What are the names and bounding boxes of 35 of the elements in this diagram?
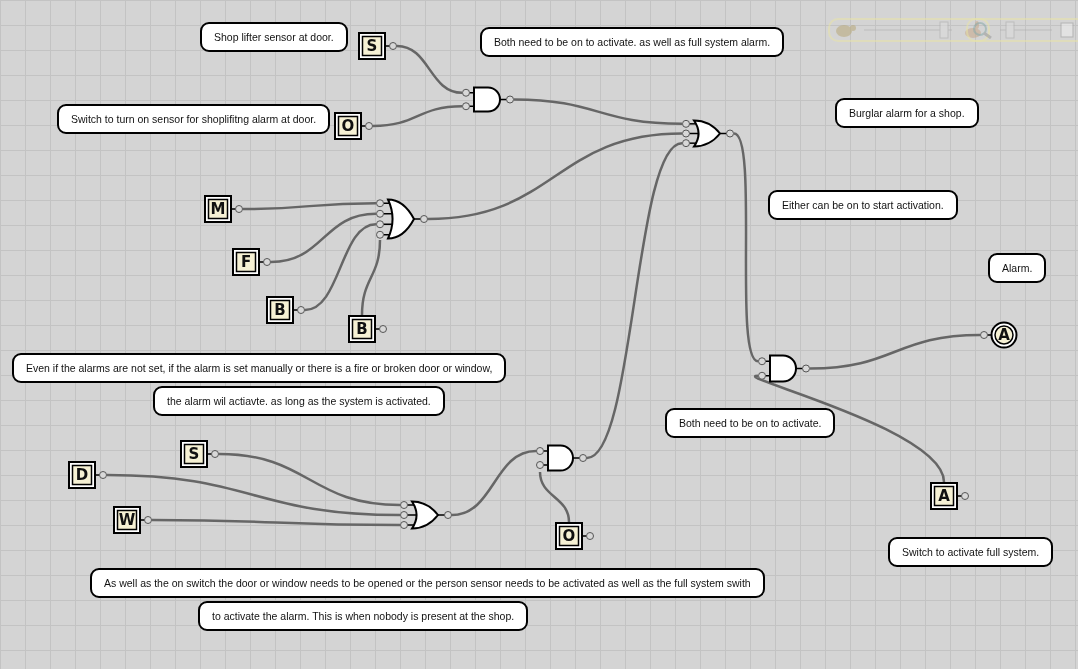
wire bbox=[243, 202, 376, 211]
comment-note: Switch to turn on sensor for shoplifitng alarm at door. bbox=[57, 104, 331, 134]
comment-note: Switch to activate full system. bbox=[888, 537, 1054, 567]
or-gate bbox=[682, 119, 734, 148]
comment-note: the alarm wil actiavte. as long as the system is activated. bbox=[153, 386, 445, 416]
wire bbox=[538, 471, 571, 523]
comment-note: Shop lifter sensor at door. bbox=[200, 22, 348, 52]
wire bbox=[304, 223, 377, 312]
wire bbox=[270, 212, 377, 264]
and-gate bbox=[536, 444, 587, 472]
and-gate bbox=[758, 354, 810, 383]
wire bbox=[218, 452, 401, 507]
wire bbox=[427, 132, 683, 221]
wire bbox=[106, 473, 401, 517]
or-gate bbox=[400, 500, 452, 530]
comment-note: As well as the on switch the door or window needs to be opened or the person sensor needs to be activated as well as the full system swith bbox=[90, 568, 765, 598]
wire bbox=[152, 518, 400, 527]
comment-note: to activate the alarm. This is when nobody is present at the shop. bbox=[198, 601, 529, 631]
and-gate bbox=[462, 86, 514, 113]
comment-note: Both need to be on to activate. bbox=[665, 408, 836, 438]
wire bbox=[733, 132, 759, 363]
comment-note: Either can be on to start activation. bbox=[768, 190, 958, 220]
wire bbox=[396, 44, 463, 94]
wire bbox=[360, 239, 382, 316]
comment-note: Alarm. bbox=[988, 253, 1047, 283]
wire bbox=[372, 105, 463, 128]
comment-note: Both need to be on to activate. as well as full system alarm. bbox=[480, 27, 785, 57]
wire bbox=[451, 449, 537, 517]
comment-note: Even if the alarms are not set, if the alarm is set manually or there is a fire or broken door or window, bbox=[12, 353, 507, 383]
wire bbox=[809, 333, 981, 370]
wire bbox=[754, 374, 946, 483]
wire bbox=[586, 142, 683, 460]
or-gate bbox=[376, 198, 428, 240]
wire bbox=[513, 98, 683, 126]
comment-note: Burglar alarm for a shop. bbox=[835, 98, 979, 128]
